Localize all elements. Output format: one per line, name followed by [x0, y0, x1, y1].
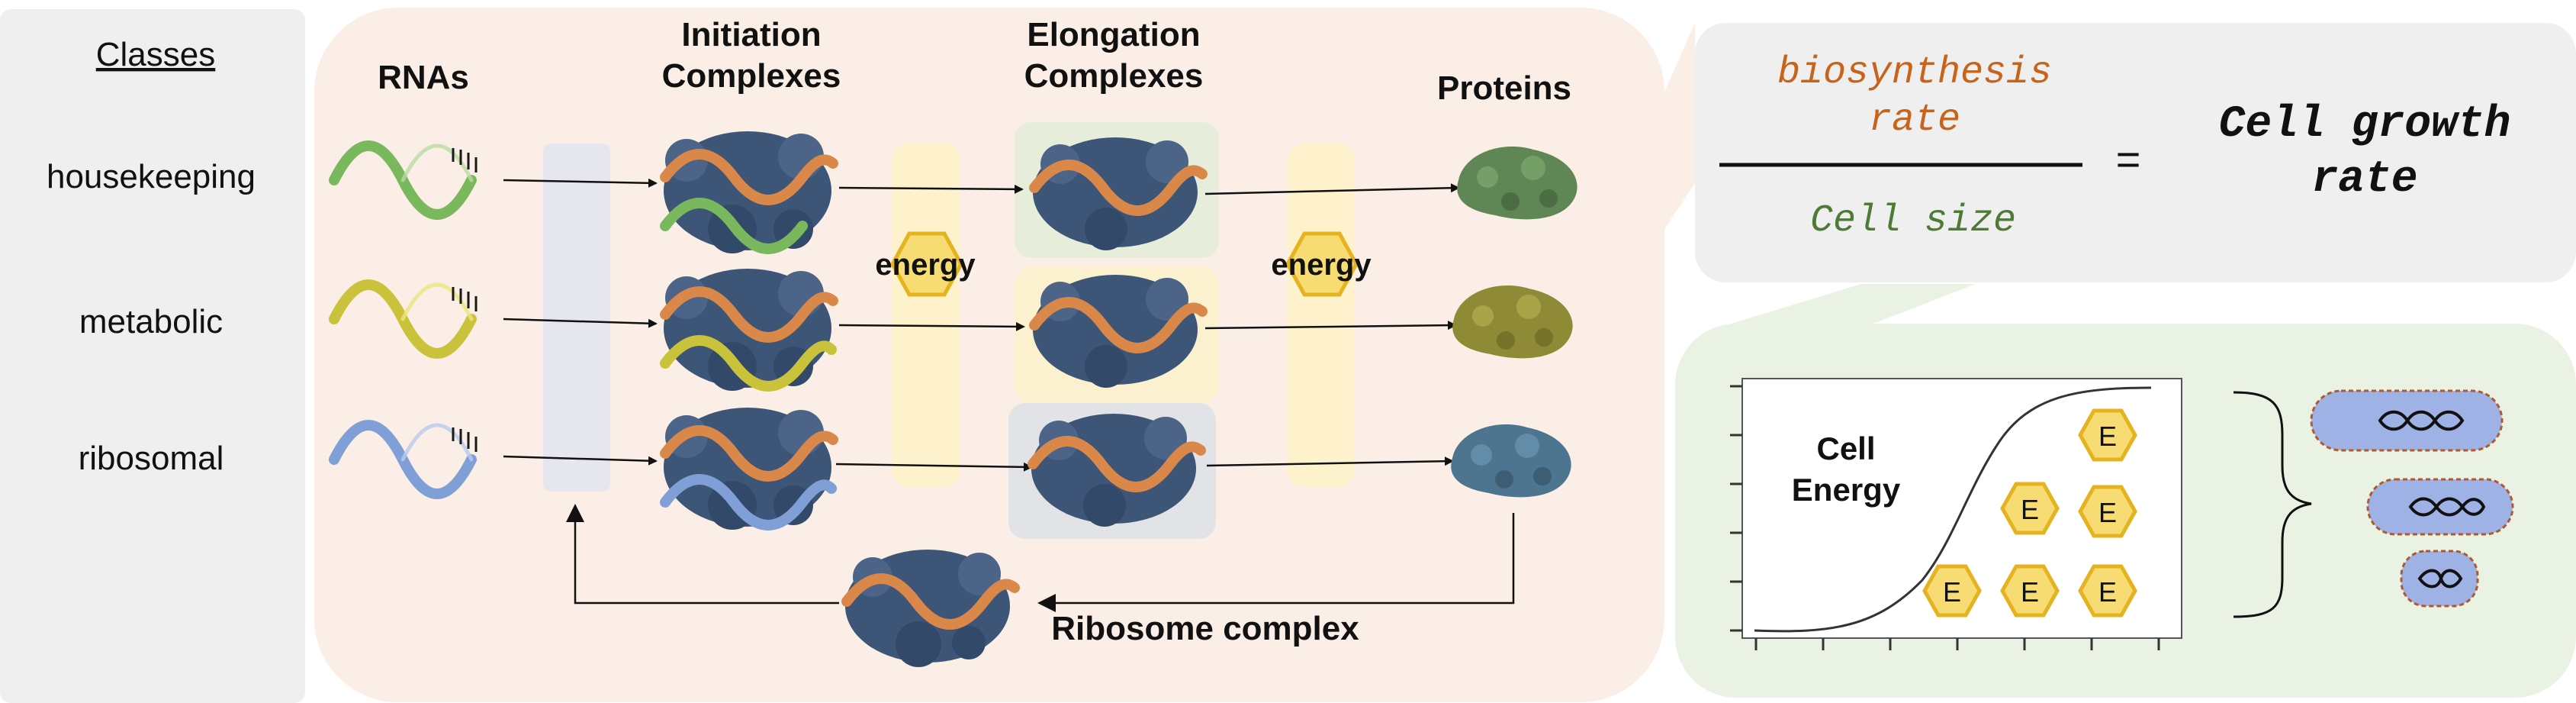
energy-plot-xticks — [1754, 638, 2160, 650]
initiation-complex-housekeeping — [660, 131, 838, 254]
elongation-complex-ribosomal — [1028, 414, 1206, 527]
curly-brace — [2233, 391, 2312, 618]
elongation-complex-metabolic — [1029, 275, 1208, 388]
e-hex-2: E — [2000, 482, 2060, 535]
cell-large — [2310, 389, 2504, 452]
equation-result-l1: Cell growth — [2219, 100, 2511, 150]
cell-small — [2400, 550, 2479, 608]
arrow-rna-to-init-ribosomal — [503, 455, 658, 466]
equation-numerator-l2: rate — [1869, 98, 1960, 142]
protein-metabolic — [1452, 285, 1573, 359]
ribosome-complex-icon — [841, 550, 1020, 667]
equation-denominator: Cell size — [1810, 199, 2016, 243]
e-hex-2-label: E — [2021, 494, 2039, 525]
stage-initiation-l2: Complexes — [662, 57, 841, 95]
arrow-rna-to-init-housekeeping — [503, 178, 658, 188]
stage-initiation-l1: Initiation — [681, 16, 821, 53]
e-hex-1: E — [2078, 408, 2137, 462]
energy-label-l1: Cell — [1816, 431, 1875, 466]
energy-column-2 — [1288, 144, 1355, 487]
e-hex-3: E — [2078, 485, 2137, 538]
energy-column-1 — [892, 144, 960, 487]
equation-connector — [1664, 23, 1695, 229]
classes-panel — [0, 9, 305, 703]
cell-medium — [2366, 478, 2514, 536]
arrow-rna-to-init-metabolic — [503, 318, 658, 328]
e-hex-5: E — [2000, 564, 2060, 618]
chart-connector — [1716, 284, 1976, 328]
ribosome-complex-label: Ribosome complex — [1051, 610, 1359, 647]
e-hex-3-label: E — [2098, 497, 2117, 528]
energy-hex-2: energy — [1271, 231, 1372, 297]
energy-label-l2: Energy — [1792, 472, 1901, 508]
elongation-complex-housekeeping — [1029, 137, 1208, 250]
e-hex-6-label: E — [2098, 576, 2117, 608]
energy-label-2: energy — [1271, 248, 1372, 282]
ribosome-return-line — [1037, 513, 1515, 612]
equation-equals: = — [2115, 138, 2141, 187]
equation-numerator-l1: biosynthesis — [1777, 51, 2052, 95]
initiation-complex-metabolic — [660, 269, 838, 392]
e-hex-4: E — [1922, 564, 1982, 618]
stage-proteins: Proteins — [1437, 69, 1571, 107]
arrow-elong-to-protein-housekeeping — [1204, 183, 1460, 195]
equation-result-l2: rate — [2311, 155, 2417, 205]
rna-ribosomal — [329, 420, 478, 499]
rna-metabolic — [329, 279, 478, 359]
arrow-elong-to-protein-ribosomal — [1206, 456, 1454, 467]
class-label-metabolic: metabolic — [79, 303, 223, 340]
rna-housekeeping — [329, 140, 478, 220]
stage-elongation-l2: Complexes — [1024, 57, 1204, 95]
ribosome-return-to-pool — [566, 504, 839, 605]
arrow-init-to-elong-metabolic — [838, 321, 1025, 331]
energy-plot-yticks — [1730, 385, 1742, 632]
initiation-complex-ribosomal — [660, 408, 838, 530]
e-hex-5-label: E — [2021, 576, 2039, 608]
energy-label-1: energy — [875, 248, 976, 282]
e-hex-4-label: E — [1943, 576, 1961, 608]
stage-rnas: RNAs — [378, 59, 469, 96]
class-label-ribosomal: ribosomal — [79, 440, 224, 477]
e-hex-6: E — [2078, 564, 2137, 618]
stage-elongation-l1: Elongation — [1027, 16, 1200, 53]
classes-header: Classes — [96, 36, 216, 73]
free-ribosome-pool — [543, 144, 610, 492]
arrow-elong-to-protein-metabolic — [1204, 321, 1457, 331]
equation-panel — [1695, 23, 2576, 282]
energy-hex-1: energy — [875, 231, 976, 297]
arrow-init-to-elong-ribosomal — [835, 462, 1033, 472]
energy-sigmoid-curve — [1754, 386, 2152, 633]
e-hex-1-label: E — [2098, 421, 2117, 452]
protein-housekeeping — [1457, 147, 1577, 220]
class-label-housekeeping: housekeeping — [47, 158, 256, 195]
arrow-init-to-elong-housekeeping — [838, 184, 1024, 194]
protein-ribosomal — [1451, 424, 1571, 498]
